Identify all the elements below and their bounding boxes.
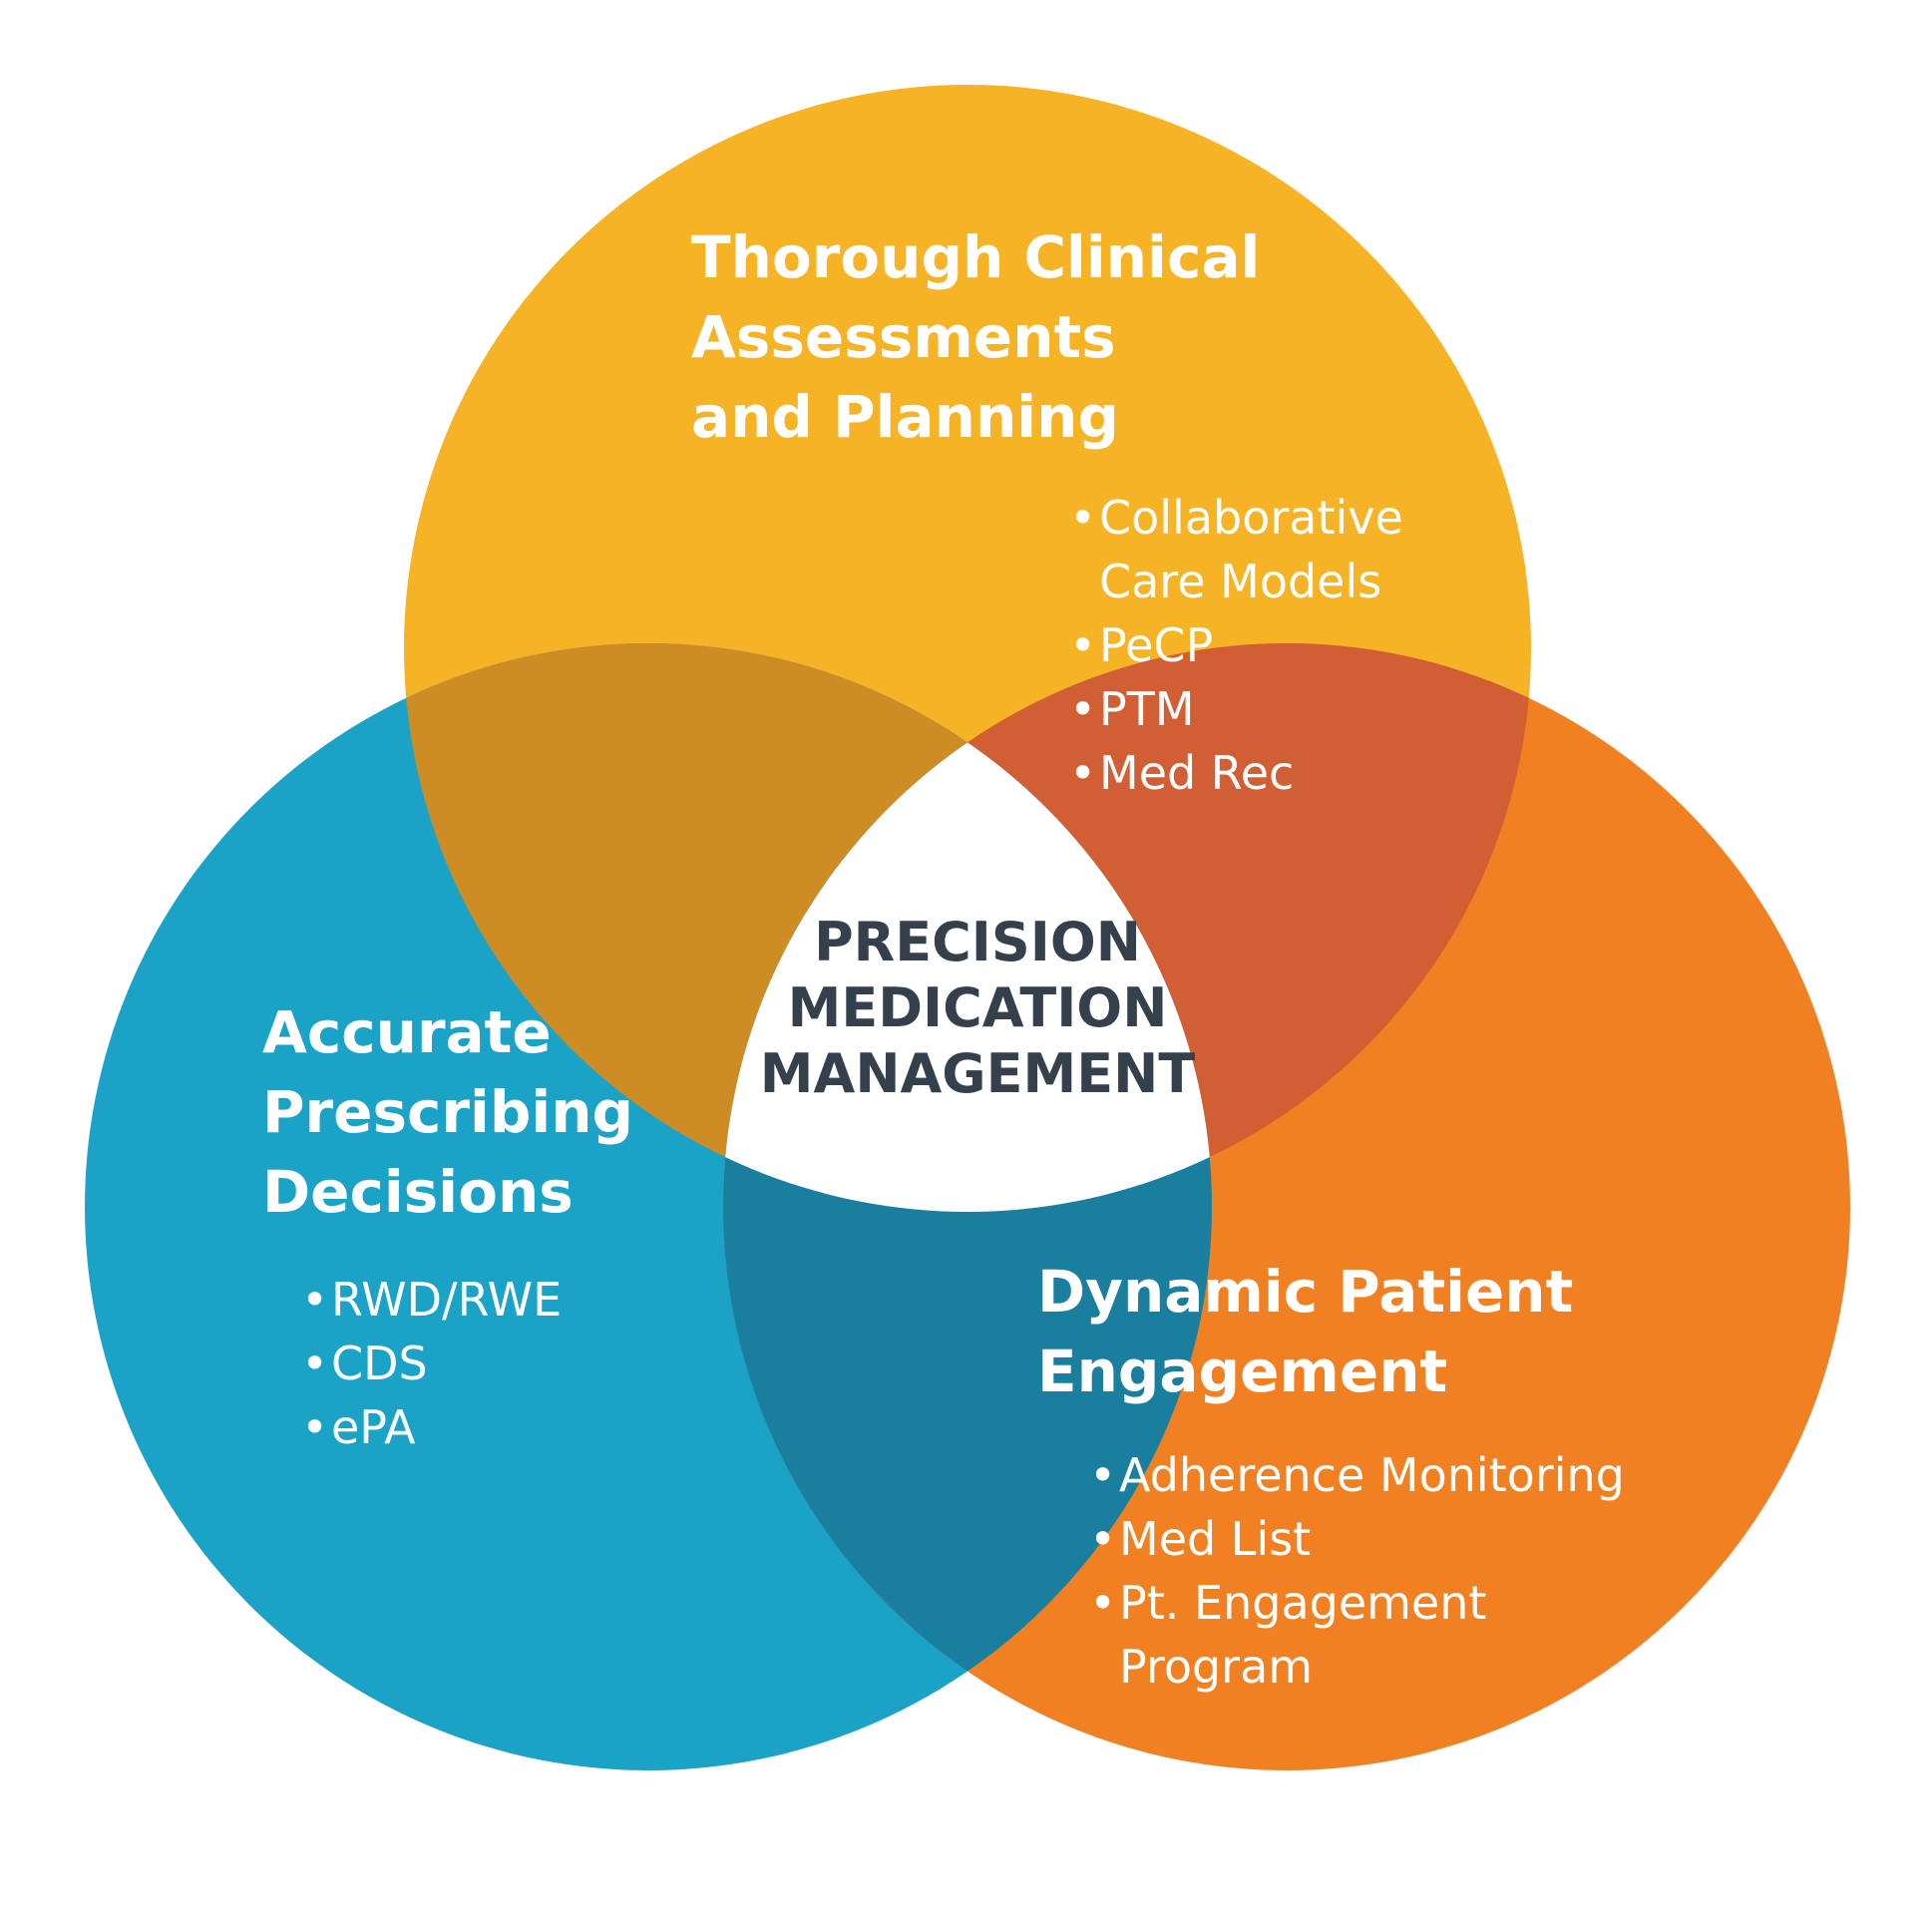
list-item-text: RWD/RWE	[331, 1273, 563, 1327]
list-item: Med List	[1089, 1507, 1625, 1571]
list-item-text: Collaborative	[1099, 491, 1403, 545]
top-circle-title-line: Thorough Clinical	[691, 223, 1261, 291]
list-item-text: Med Rec	[1099, 746, 1295, 800]
list-item-text: Care Models	[1099, 555, 1382, 608]
list-item: Pt. Engagement Program	[1089, 1571, 1625, 1699]
top-circle-title-line: and Planning	[691, 383, 1119, 451]
list-item: ePA	[301, 1395, 562, 1459]
list-item: PeCP	[1069, 613, 1403, 677]
center-title-line: PRECISION	[814, 911, 1141, 973]
list-item: CDS	[301, 1332, 562, 1395]
left-circle-title-line: Prescribing	[262, 1078, 634, 1146]
list-item: PTM	[1069, 677, 1403, 741]
list-item-text: Pt. Engagement	[1119, 1576, 1487, 1630]
left-circle-title: Accurate Prescribing Decisions	[262, 992, 633, 1232]
list-item: Med Rec	[1069, 741, 1403, 805]
right-circle-title-line: Dynamic Patient	[1037, 1258, 1574, 1326]
left-circle-bullets: RWD/RWE CDS ePA	[301, 1268, 562, 1459]
top-circle-bullets: Collaborative Care Models PeCP PTM Med R…	[1069, 486, 1403, 805]
top-circle-title: Thorough Clinical Assessments and Planni…	[691, 217, 1260, 457]
right-circle-title-line: Engagement	[1037, 1338, 1448, 1405]
right-circle-bullets: Adherence Monitoring Med List Pt. Engage…	[1089, 1443, 1625, 1699]
center-intersection	[723, 643, 1212, 1212]
left-circle-title-line: Decisions	[262, 1158, 574, 1226]
center-title: PRECISION MEDICATION MANAGEMENT	[728, 910, 1227, 1107]
top-circle-title-line: Assessments	[691, 303, 1116, 371]
left-circle-title-line: Accurate	[262, 998, 552, 1066]
right-circle-title: Dynamic Patient Engagement	[1037, 1252, 1573, 1411]
list-item-text: PeCP	[1099, 618, 1214, 672]
list-item-text: Med List	[1119, 1512, 1312, 1566]
list-item: Collaborative Care Models	[1069, 486, 1403, 613]
list-item-text: CDS	[331, 1337, 428, 1390]
list-item: RWD/RWE	[301, 1268, 562, 1332]
list-item-text: ePA	[331, 1400, 416, 1454]
list-item-text: PTM	[1099, 682, 1195, 736]
center-title-line: MANAGEMENT	[759, 1042, 1196, 1105]
center-title-line: MEDICATION	[787, 976, 1168, 1039]
list-item-text: Adherence Monitoring	[1119, 1448, 1625, 1502]
list-item: Adherence Monitoring	[1089, 1443, 1625, 1507]
list-item-text: Program	[1119, 1640, 1314, 1694]
